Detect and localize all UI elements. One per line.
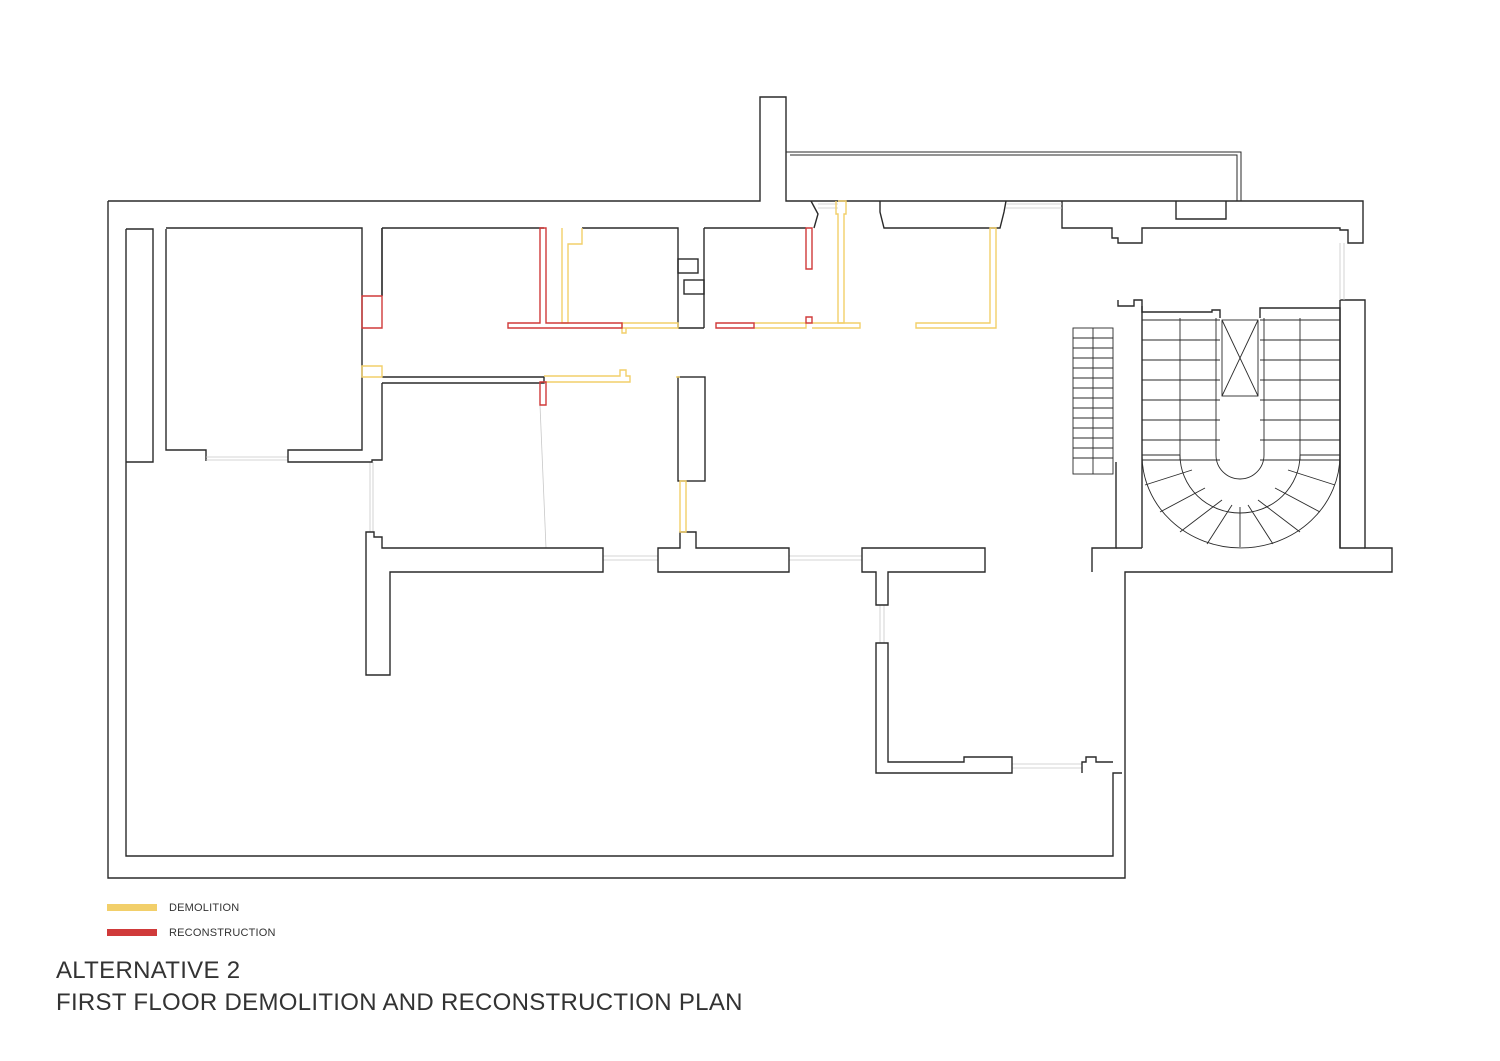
legend-label-demolition: DEMOLITION: [169, 901, 240, 914]
legend-item-reconstruction: RECONSTRUCTION: [107, 920, 276, 945]
demolition-walls: [361, 200, 997, 533]
legend-item-demolition: DEMOLITION: [107, 895, 276, 920]
stairs: [1072, 318, 1341, 549]
title-block: ALTERNATIVE 2 FIRST FLOOR DEMOLITION AND…: [56, 955, 743, 1019]
demolition-swatch: [107, 904, 157, 911]
legend: DEMOLITION RECONSTRUCTION: [107, 895, 276, 945]
title-alternative: ALTERNATIVE 2: [56, 957, 241, 984]
reconstruction-swatch: [107, 929, 157, 936]
title-plan-name: FIRST FLOOR DEMOLITION AND RECONSTRUCTIO…: [56, 989, 743, 1016]
legend-label-reconstruction: RECONSTRUCTION: [169, 926, 276, 939]
windows: [206, 203, 1345, 769]
exterior-walls: [107, 96, 1393, 879]
interior-walls: [287, 228, 1365, 774]
reconstruction-walls: [361, 227, 813, 406]
